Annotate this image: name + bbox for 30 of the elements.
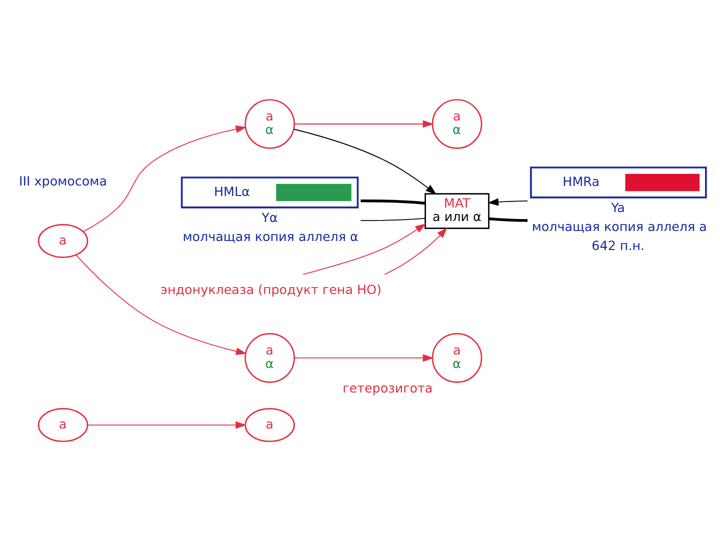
- node-label: молчащая копия аллеля a: [532, 218, 707, 234]
- connector: [488, 216, 528, 222]
- arrow: [87, 420, 246, 428]
- node-circle: a α: [432, 332, 482, 382]
- node-label: молчащая копия аллеля α: [182, 228, 358, 244]
- node-ellipse: a: [38, 223, 88, 258]
- connector: [360, 217, 426, 221]
- node-ellipse: a: [244, 408, 295, 442]
- arrow: [488, 198, 528, 206]
- node-ellipse: a: [38, 408, 88, 442]
- node-box: MAT a или α: [424, 192, 490, 228]
- arrow: [384, 226, 448, 274]
- node-label: Ya: [611, 200, 625, 215]
- node-label: 642 п.н.: [592, 238, 645, 253]
- arrow: [294, 128, 437, 194]
- node-circle: a α: [244, 98, 295, 148]
- node-circle: a α: [432, 98, 482, 148]
- arrow: [294, 120, 434, 128]
- arrow: [82, 124, 247, 232]
- node-box: HMRa: [530, 166, 707, 198]
- node-box: HMLα: [180, 176, 359, 208]
- node-label: Yα: [262, 210, 278, 225]
- arrow: [294, 354, 434, 362]
- arrow: [76, 254, 247, 355]
- arrow: [302, 222, 426, 274]
- node-circle: a α: [244, 332, 295, 382]
- node-label: гетерозигота: [342, 380, 433, 395]
- node-text: эндонуклеаза (продукт гена HO): [160, 282, 382, 297]
- connector: [360, 198, 426, 204]
- label: III хромосома: [19, 172, 108, 188]
